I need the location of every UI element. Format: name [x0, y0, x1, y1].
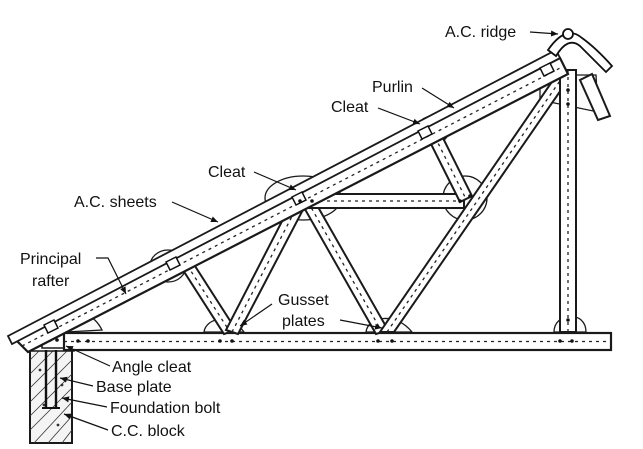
cc-block — [29, 347, 73, 444]
leader-ac-ridge — [529, 30, 559, 37]
leader-foundation-bolt — [61, 396, 108, 408]
label-gusset-plates-1: Gusset — [278, 292, 329, 309]
leader-cleat-lower — [253, 171, 297, 191]
leader-base-plate — [59, 376, 94, 387]
leader-purlin — [421, 87, 455, 109]
label-principal-rafter-2: rafter — [32, 273, 70, 290]
label-ac-ridge: A.C. ridge — [445, 24, 516, 41]
foundation-bolt — [42, 350, 60, 409]
label-foundation-bolt: Foundation bolt — [110, 400, 221, 417]
label-cc-block: C.C. block — [111, 423, 186, 440]
ac-sheets — [6, 48, 562, 346]
label-cleat-lower: Cleat — [208, 164, 246, 181]
leader-angle-cleat — [65, 345, 111, 367]
leader-ac-sheets — [171, 201, 219, 223]
purlin — [290, 190, 308, 207]
rivets — [76, 88, 574, 343]
purlin — [42, 318, 60, 335]
purlin — [164, 255, 182, 272]
leader-cleat-upper — [377, 107, 421, 125]
label-ac-sheets: A.C. sheets — [74, 194, 157, 211]
tie-beam — [62, 331, 613, 352]
label-cleat-upper: Cleat — [331, 99, 369, 116]
purlin — [538, 61, 556, 78]
leader-principal-rafter — [96, 257, 127, 295]
label-gusset-plates-2: plates — [282, 313, 325, 330]
label-purlin: Purlin — [372, 79, 413, 96]
ac-ridge — [546, 28, 614, 74]
label-angle-cleat: Angle cleat — [112, 359, 192, 376]
leader-gusset-plates-left — [239, 303, 273, 327]
label-principal-rafter-1: Principal — [20, 251, 81, 268]
web-members — [172, 68, 612, 336]
leader-gusset-plates-right — [339, 319, 383, 330]
label-base-plate: Base plate — [96, 379, 172, 396]
purlin — [416, 124, 434, 141]
leader-cc-block — [63, 413, 109, 431]
